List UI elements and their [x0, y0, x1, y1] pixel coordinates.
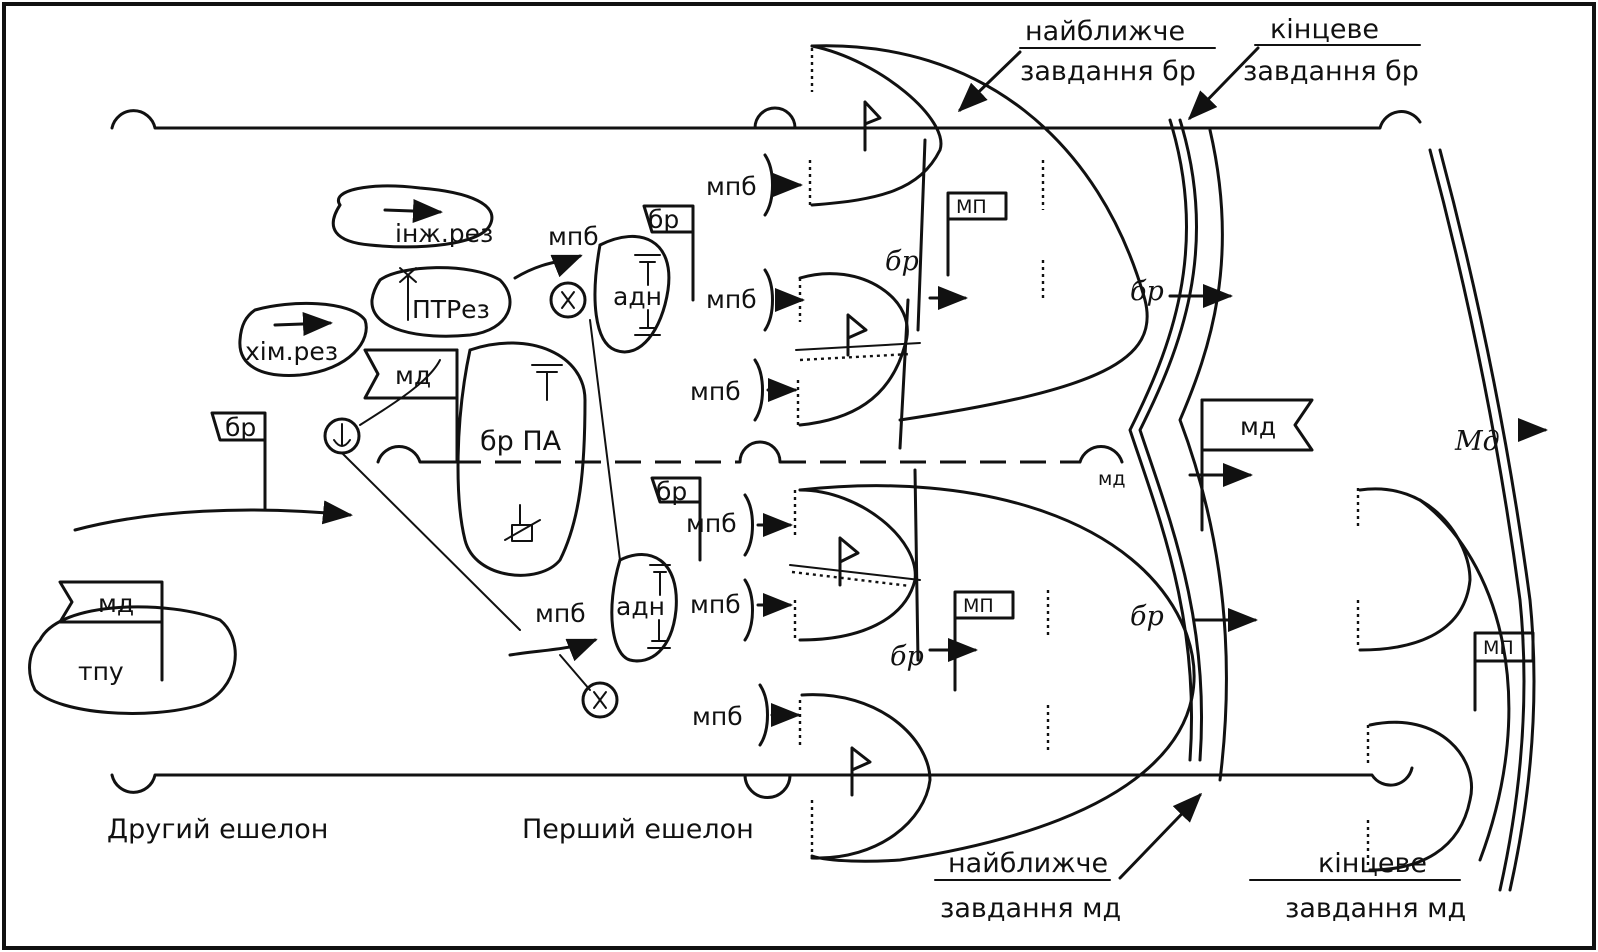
- mp-label-1: МП: [956, 196, 987, 218]
- first-echelon-label: Перший ешелон: [522, 814, 754, 845]
- at-reserve-label: ПТРез: [412, 295, 490, 324]
- br-flag-label-top: бр: [648, 205, 679, 234]
- nearest-task-md-line2: завдання мд: [940, 893, 1121, 924]
- mpb-label-top: мпб: [548, 222, 599, 251]
- tank-icon: [504, 504, 541, 542]
- final-task-br-line2: завдання бр: [1243, 56, 1419, 87]
- right-md-sectors: [1356, 487, 1511, 872]
- nearest-task-br-line1: найближче: [1025, 16, 1185, 47]
- artillery-icon: [531, 254, 671, 649]
- anchor-icon: [323, 281, 619, 719]
- mpb-label-1: мпб: [706, 172, 757, 201]
- tpu-label: тпу: [78, 657, 124, 686]
- final-task-br-lines: [1128, 118, 1228, 782]
- md-boundary-label: мд: [1098, 468, 1125, 490]
- connector-lines: [341, 267, 621, 691]
- md-flag-label: мд: [395, 361, 431, 390]
- mpb-label-4: мпб: [686, 509, 737, 538]
- br-flag-label-mid: бр: [656, 477, 687, 506]
- adn-label-bottom: адн: [616, 592, 665, 621]
- final-task-br-line1: кінцеве: [1270, 14, 1379, 45]
- br-italic-4: бр: [890, 641, 924, 672]
- final-task-md-line1: кінцеве: [1318, 848, 1427, 879]
- text-labels: найближче завдання бр кінцеве завдання б…: [78, 14, 1514, 924]
- flag-signs: [58, 100, 1535, 797]
- br-italic-1: бр: [885, 246, 919, 277]
- final-task-md-line2: завдання мд: [1285, 893, 1466, 924]
- reserve-enclosures: [28, 184, 678, 715]
- eng-reserve-label: інж.рез: [395, 219, 493, 248]
- md-flag-label-right: мд: [1240, 412, 1276, 441]
- final-task-md-lines: [1428, 148, 1548, 892]
- mpb-label-2: мпб: [706, 285, 757, 314]
- adn-label-top: адн: [613, 282, 662, 311]
- br-italic-3: бр: [1130, 601, 1164, 632]
- flag-icon: [838, 100, 882, 797]
- br-flag-label-left: бр: [225, 413, 256, 442]
- nearest-task-md-line1: найближче: [948, 848, 1108, 879]
- leader-lines: [934, 44, 1461, 881]
- md-italic-label: Мд: [1454, 426, 1500, 457]
- mpb-label-6: мпб: [692, 702, 743, 731]
- br-italic-2: бр: [1130, 276, 1164, 307]
- chem-reserve-label: хім.рез: [245, 337, 338, 366]
- boundary-lines: [110, 106, 1422, 799]
- second-echelon-label: Другий ешелон: [107, 814, 328, 845]
- direction-arrows: [73, 254, 1258, 662]
- mpb-brackets: [743, 153, 805, 747]
- nearest-task-br-line2: завдання бр: [1020, 56, 1196, 87]
- mpb-label-bottom: мпб: [535, 599, 586, 628]
- mp-label-3: МП: [1483, 637, 1514, 659]
- mpb-label-3: мпб: [690, 377, 741, 406]
- br-pa-label: бр ПА: [480, 426, 562, 457]
- lower-brigade-sectors: [789, 468, 1196, 863]
- upper-brigade-sectors: [795, 44, 1149, 450]
- mp-label-2: МП: [963, 595, 994, 617]
- md-flag-label-tpu: мд: [98, 589, 134, 618]
- mpb-label-5: мпб: [690, 590, 741, 619]
